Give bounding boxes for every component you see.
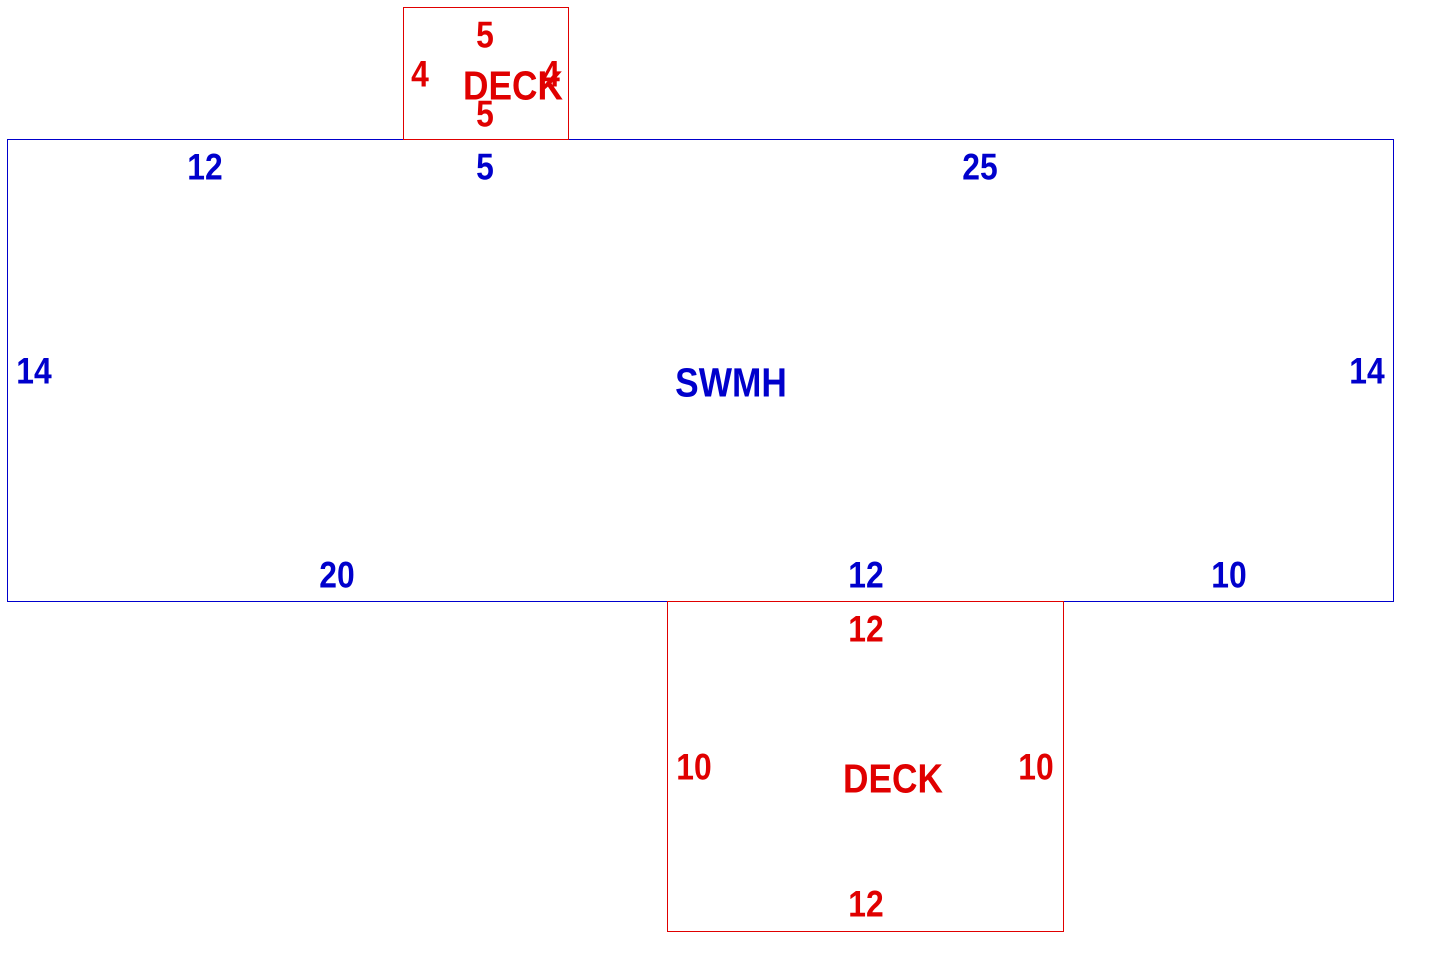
large-deck-name-label: DECK [843,755,943,802]
home-dim-bottom-left: 20 [319,554,355,596]
small-deck-outline [403,7,569,140]
home-dim-left: 14 [16,350,52,392]
home-dim-bottom-middle: 12 [848,554,884,596]
home-dim-right: 14 [1349,350,1385,392]
large-deck-dim-top: 12 [848,608,884,650]
large-deck-dim-left: 10 [676,746,712,788]
large-deck-outline [667,601,1064,932]
small-deck-name-label: DECK [463,62,563,109]
home-dim-bottom-right: 10 [1211,554,1247,596]
home-dim-top-middle: 5 [476,146,494,188]
small-deck-dim-top: 5 [476,14,494,56]
small-deck-dim-left: 4 [411,53,429,95]
small-deck-dim-right: 4 [542,53,560,95]
home-dim-top-left: 12 [187,146,223,188]
small-deck-dim-bottom: 5 [476,93,494,135]
home-name-label: SWMH [675,359,787,406]
large-deck-dim-right: 10 [1018,746,1054,788]
large-deck-dim-bottom: 12 [848,883,884,925]
home-dim-top-right: 25 [962,146,998,188]
